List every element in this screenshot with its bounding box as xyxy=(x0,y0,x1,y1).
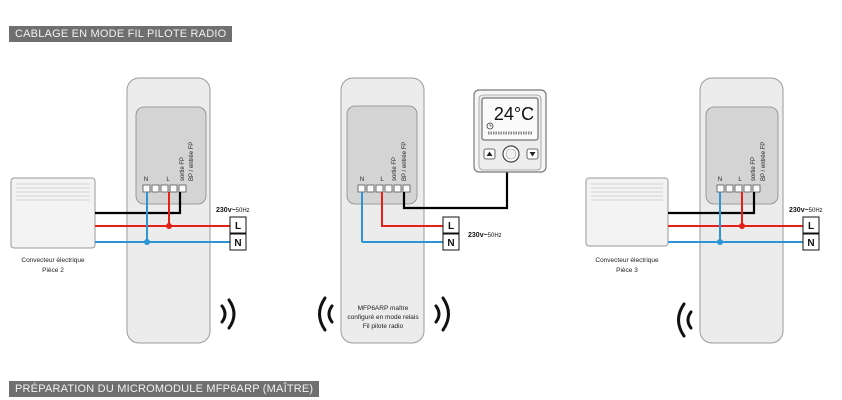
master-supply-label: 230v~50Hz xyxy=(468,232,502,239)
master-terminal-neutral xyxy=(442,233,460,251)
thermostat: 24°C xyxy=(473,89,547,173)
right-terminal-l-label: L xyxy=(738,177,742,183)
right-terminal-live-label: L xyxy=(808,221,814,232)
right-terminal-neutral-label: N xyxy=(807,238,814,249)
master-label-line1: MFP6ARP maître xyxy=(358,305,409,312)
left-assembly: N L sortie FP BP / entrée FP Convecteur … xyxy=(10,77,250,344)
clock-icon xyxy=(486,122,494,130)
master-terminal-l-label: L xyxy=(380,177,384,183)
right-convector xyxy=(585,177,669,247)
left-convector xyxy=(10,177,96,249)
left-terminal-live xyxy=(229,216,247,234)
master-terminal-n-label: N xyxy=(360,177,364,183)
right-terminal-n-label: N xyxy=(718,177,722,183)
left-convector-label-line1: Convecteur électrique xyxy=(21,257,85,264)
caret-down-icon xyxy=(529,152,536,157)
left-terminal-bp-label: BP / entrée FP xyxy=(189,142,195,181)
right-radio-signal-icon xyxy=(677,302,693,338)
master-label-line2: configuré en mode relais xyxy=(347,314,419,321)
right-terminal-fp-out-label: sortie FP xyxy=(751,157,757,181)
right-neutral-junction xyxy=(717,239,723,245)
left-micromodule xyxy=(135,106,207,205)
right-pilot-wire xyxy=(668,192,756,215)
left-terminal-l-label: L xyxy=(166,177,170,183)
left-terminal-fp-out-label: sortie FP xyxy=(180,157,186,181)
left-pilot-wire xyxy=(95,192,182,215)
section-title-cabling: CABLAGE EN MODE FIL PILOTE RADIO xyxy=(9,26,233,42)
left-neutral-junction xyxy=(144,239,150,245)
thermostat-temperature: 24°C xyxy=(494,104,534,124)
right-terminal-neutral xyxy=(802,233,820,251)
left-terminal-live-label: L xyxy=(235,221,241,232)
right-terminal-live xyxy=(802,216,820,234)
right-terminal-block xyxy=(716,184,761,193)
left-radio-signal-icon xyxy=(220,298,236,330)
section-title-preparation: PRÉPARATION DU MICROMODULE MFP6ARP (MAÎT… xyxy=(9,381,320,397)
master-terminal-neutral-label: N xyxy=(447,238,454,249)
master-terminal-fp-out-label: sortie FP xyxy=(392,157,398,181)
left-supply-label: 230v~50Hz xyxy=(216,207,250,214)
right-convector-label-line2: Pièce 3 xyxy=(616,267,638,274)
right-terminal-bp-label: BP / entrée FP xyxy=(761,142,767,181)
left-convector-label-line2: Pièce 2 xyxy=(42,267,64,274)
master-radio-signal-left-icon xyxy=(318,296,334,332)
left-terminal-n-label: N xyxy=(144,177,148,183)
caret-up-icon xyxy=(486,151,493,156)
right-assembly: N L sortie FP BP / entrée FP Convecteur … xyxy=(585,77,823,344)
thermostat-display xyxy=(481,97,539,141)
left-terminal-neutral-label: N xyxy=(234,238,241,249)
right-live-junction xyxy=(739,223,745,229)
left-terminal-block xyxy=(142,184,187,193)
master-terminal-live xyxy=(442,216,460,234)
right-supply-label: 230v~50Hz xyxy=(789,207,823,214)
master-label-line3: Fil pilote radio xyxy=(363,323,404,330)
right-convector-label-line1: Convecteur électrique xyxy=(595,257,659,264)
left-terminal-neutral xyxy=(229,233,247,251)
master-assembly: N L sortie FP BP / entrée FP L N 230v~50… xyxy=(318,77,509,344)
master-live-wire xyxy=(381,192,443,227)
left-live-junction xyxy=(166,223,172,229)
master-terminal-live-label: L xyxy=(448,221,454,232)
master-terminal-bp-label: BP / entrée FP xyxy=(402,142,408,181)
thermostat-link-wire xyxy=(402,172,509,210)
master-radio-signal-right-icon xyxy=(434,296,450,332)
